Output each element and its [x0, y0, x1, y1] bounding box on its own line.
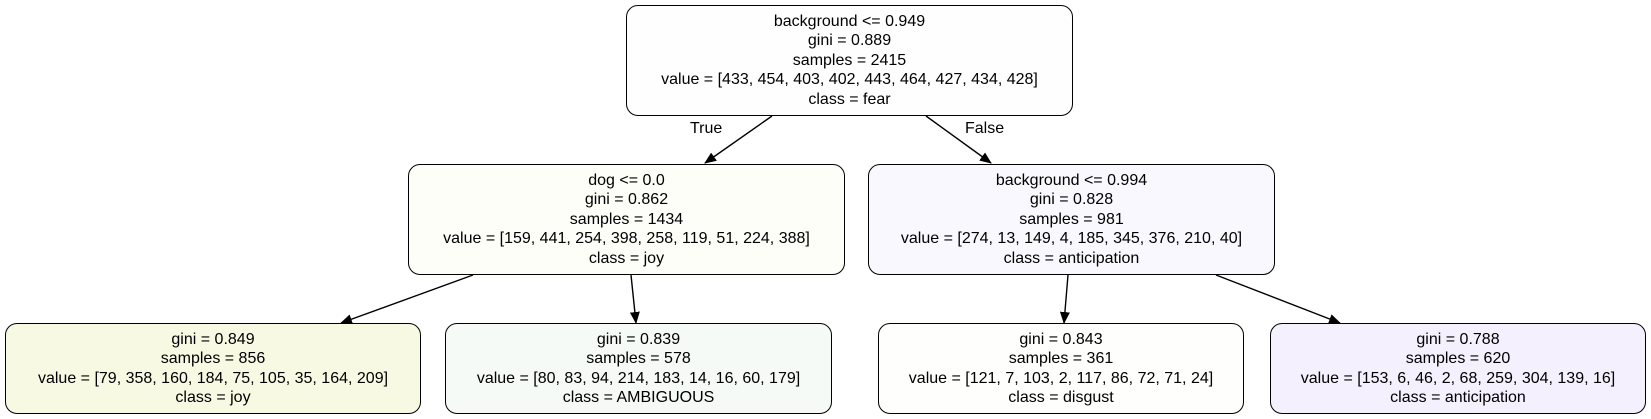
edge-left-to-left-right [629, 274, 640, 324]
tree-node-right: background <= 0.994 gini = 0.828 samples… [868, 164, 1275, 275]
node-gini: gini = 0.839 [596, 330, 681, 348]
node-samples: samples = 2415 [792, 51, 907, 69]
node-samples: samples = 361 [1008, 350, 1114, 367]
node-samples: samples = 981 [1019, 210, 1124, 228]
edge-label-true: True [690, 120, 723, 137]
edge-right-to-right-left [1059, 274, 1070, 324]
node-class: class = fear [808, 90, 891, 108]
node-split-condition: background <= 0.994 [995, 171, 1148, 189]
edge-right-to-right-right [1215, 274, 1341, 324]
tree-leaf-right-left: gini = 0.843 samples = 361 value = [121,… [878, 323, 1244, 414]
node-class: class = anticipation [1003, 249, 1140, 267]
tree-leaf-left-left: gini = 0.849 samples = 856 value = [79, … [5, 323, 421, 414]
edge-left-to-left-left [340, 274, 474, 324]
node-split-condition: dog <= 0.0 [588, 171, 665, 189]
tree-leaf-right-right: gini = 0.788 samples = 620 value = [153,… [1270, 323, 1646, 414]
node-class: class = disgust [1008, 389, 1114, 406]
edge-root-to-left [704, 115, 773, 164]
node-gini: gini = 0.889 [807, 32, 892, 50]
node-value: value = [79, 358, 160, 184, 75, 105, 35,… [37, 369, 389, 387]
edge-label-false: False [965, 120, 1005, 137]
node-value: value = [433, 454, 403, 402, 443, 464, 4… [661, 71, 1038, 89]
node-gini: gini = 0.843 [1019, 330, 1103, 348]
tree-leaf-left-right: gini = 0.839 samples = 578 value = [80, … [445, 323, 832, 414]
tree-node-root: background <= 0.949 gini = 0.889 samples… [626, 5, 1073, 116]
edge-root-to-right [925, 115, 992, 164]
node-gini: gini = 0.862 [584, 191, 669, 209]
node-gini: gini = 0.849 [171, 330, 255, 348]
tree-node-left: dog <= 0.0 gini = 0.862 samples = 1434 v… [408, 164, 845, 275]
node-value: value = [274, 13, 149, 4, 185, 345, 376,… [900, 230, 1243, 248]
node-samples: samples = 620 [1405, 350, 1511, 367]
node-class: class = joy [175, 389, 251, 406]
node-value: value = [153, 6, 46, 2, 68, 259, 304, 13… [1300, 369, 1616, 387]
node-samples: samples = 578 [586, 350, 691, 367]
node-gini: gini = 0.828 [1029, 191, 1114, 209]
node-value: value = [80, 83, 94, 214, 183, 14, 16, 6… [476, 369, 801, 387]
node-value: value = [121, 7, 103, 2, 117, 86, 72, 71… [908, 369, 1214, 387]
node-value: value = [159, 441, 254, 398, 258, 119, 5… [443, 230, 810, 248]
node-class: class = AMBIGUOUS [562, 389, 715, 406]
node-split-condition: background <= 0.949 [773, 12, 926, 30]
node-gini: gini = 0.788 [1416, 330, 1500, 348]
node-samples: samples = 856 [160, 350, 266, 367]
node-samples: samples = 1434 [569, 210, 684, 228]
node-class: class = joy [588, 249, 665, 267]
node-class: class = anticipation [1390, 389, 1526, 406]
